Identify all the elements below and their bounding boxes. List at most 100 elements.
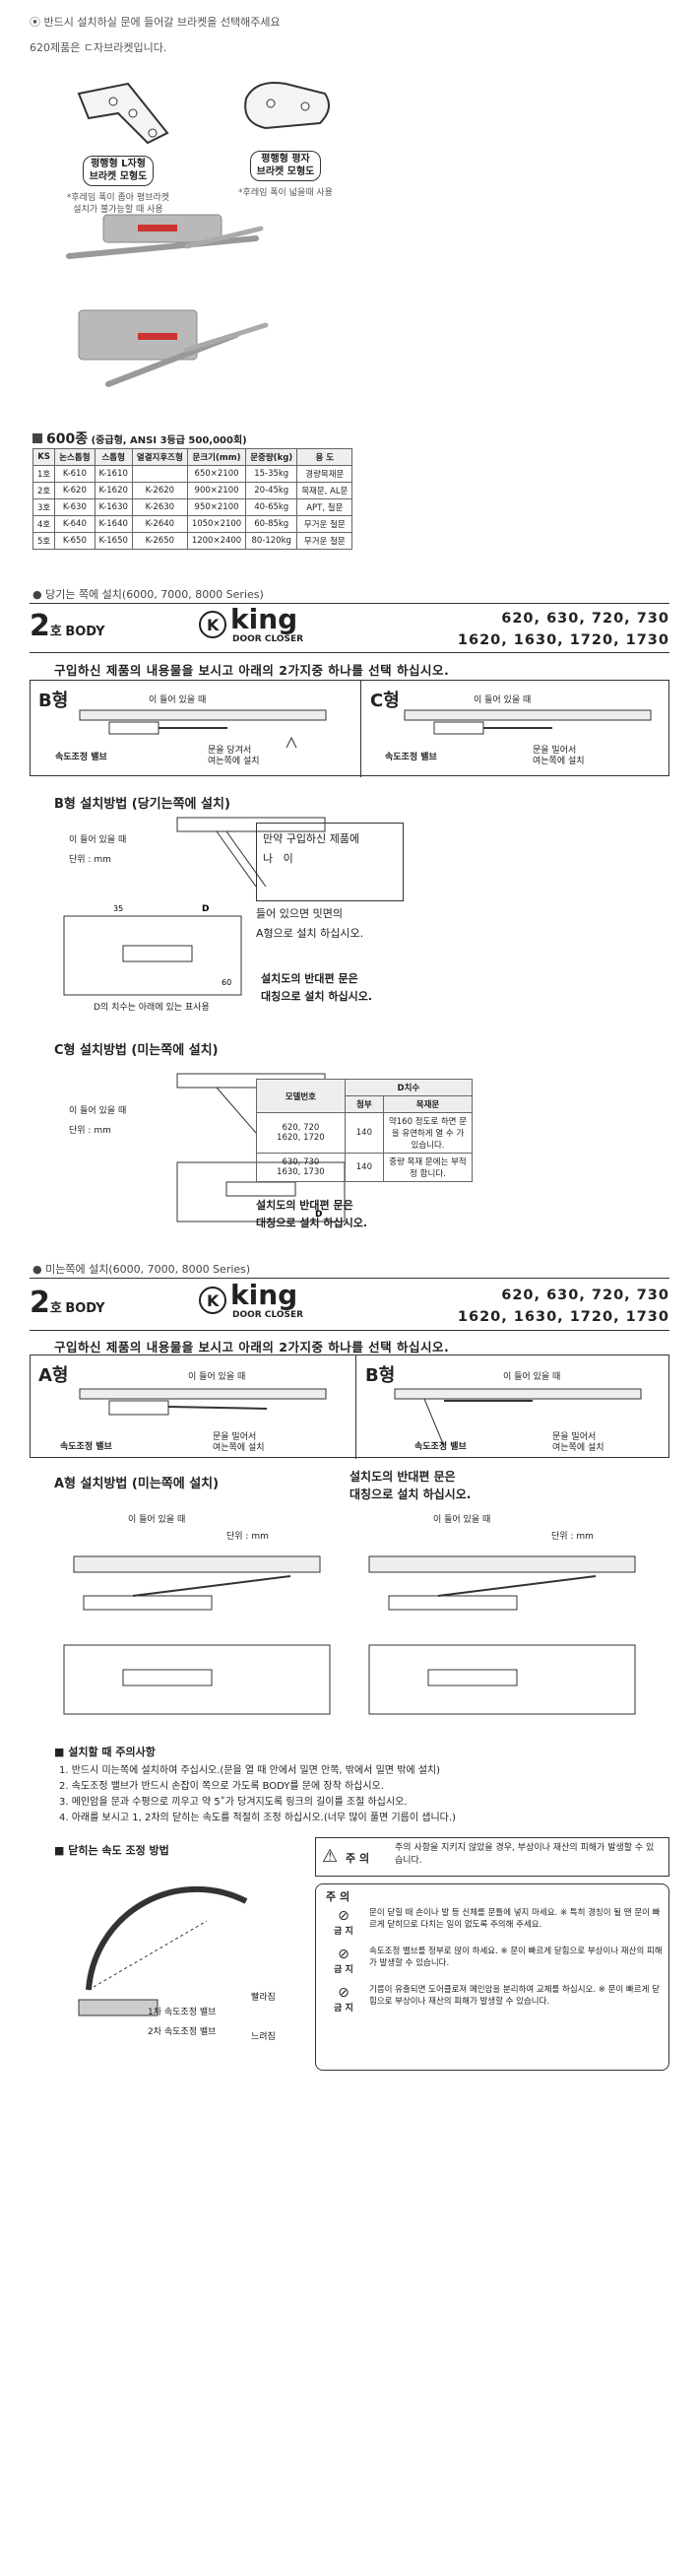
a-opposite: 설치도의 반대편 문은 대칭으로 설치 하십시오.	[350, 1470, 472, 1501]
table-cell: 목재문, AL문	[296, 482, 353, 499]
prohibit-text: 문이 닫힐 때 손이나 발 등 신체를 문틀에 넣지 마세요. ※ 특히 경칭이…	[369, 1908, 661, 1930]
table-cell: 1050×2100	[186, 515, 247, 533]
intro-line-2: 620제품은 ㄷ자브라켓입니다.	[30, 41, 167, 54]
caution-list: 1. 반드시 미는쪽에 설치하여 주십시오.(문을 열 때 안에서 밀면 안쪽,…	[59, 1763, 669, 1826]
brand-sub: DOOR CLOSER	[232, 634, 304, 644]
table-cell: K-1620	[94, 482, 133, 499]
option-a-valve: 속도조정 밸브	[60, 1442, 112, 1452]
warning-head: 주 의	[346, 1852, 370, 1865]
option-b-in: 이 들어 있을 때	[149, 695, 207, 705]
table-cell: APT, 철문	[296, 498, 353, 516]
intro-line-1: ⦿ 반드시 설치하실 문에 들어갈 브라켓을 선택해주세요	[30, 16, 281, 29]
section2-instruction: 구입하신 제품의 내용물을 보시고 아래의 2가지중 하나를 선택 하십시오.	[54, 1340, 450, 1354]
table-cell: 20-45kg	[245, 482, 298, 499]
speed-1st: 1차 속도조정 밸브	[148, 2008, 217, 2017]
section1-instruction: 구입하신 제품의 내용물을 보시고 아래의 2가지중 하나를 선택 하십시오.	[54, 663, 450, 678]
spec-header-cell: 용 도	[296, 448, 353, 466]
table-cell: 4호	[32, 515, 56, 533]
prohibit-item: ⊘금 지 기름이 유출되면 도어클로져 메인암을 분리하여 교체를 하십시오. …	[324, 1985, 664, 2014]
models-line-2: 1620, 1630, 1720, 1730	[457, 1308, 669, 1325]
option-b: B형	[38, 691, 69, 711]
option-a-in: 이 들어 있을 때	[188, 1372, 246, 1382]
a-install-in-2: 이 들어 있을 때	[433, 1515, 491, 1525]
models-line-1: 620, 630, 720, 730	[501, 1288, 669, 1303]
king-logo-icon: K	[199, 611, 226, 638]
spec-header-cell: 논스톱형	[54, 448, 95, 466]
table-cell: 5호	[32, 532, 56, 550]
brand-name: king	[230, 1279, 298, 1311]
prohibit-item: ⊘금 지 문이 닫힐 때 손이나 발 등 신체를 문틀에 넣지 마세요. ※ 특…	[324, 1908, 664, 1937]
b-install-in: 이 들어 있을 때	[69, 835, 127, 845]
table-cell: K-1610	[94, 465, 133, 483]
c-opposite: 설치도의 반대편 문은 대칭으로 설치 하십시오.	[256, 1199, 368, 1229]
prohibit-text: 속도조정 밸브를 정부로 많이 하세요. ※ 문이 빠르게 닫힘으로 부상이나 …	[369, 1947, 663, 1968]
spec-header-cell: 스톱형	[94, 448, 133, 466]
b-dimension-diagram: 35 D 60	[63, 904, 242, 996]
spec-header-cell: 문크기(mm)	[186, 448, 247, 466]
product-photo-2	[39, 296, 276, 404]
table-cell: K-630	[54, 498, 95, 516]
size-number: 2	[30, 609, 50, 643]
list-item: 1. 반드시 미는쪽에 설치하여 주십시오.(문을 열 때 안에서 밀면 안쪽,…	[59, 1765, 441, 1776]
table-cell: 80-120kg	[245, 532, 298, 550]
brand-name: king	[230, 603, 298, 635]
spec-header-cell: KS	[32, 448, 56, 466]
size-suffix: 호	[49, 1301, 62, 1316]
spec-table-header: KS 논스톱형 스톱형 열결지후즈형 문크기(mm) 문중량(kg) 용 도	[32, 448, 353, 466]
prohibit-box: 주 의 ⊘금 지 문이 닫힐 때 손이나 발 등 신체를 문틀에 넣지 마세요.…	[315, 1883, 669, 2071]
table-cell: K-1650	[94, 532, 133, 550]
b-unit: 단위 : mm	[69, 855, 111, 865]
bracket-flat-note: *후레임 폭이 넓을때 사용	[238, 188, 333, 198]
section2-model-head: 2호 BODY	[30, 1286, 105, 1320]
option-c-in: 이 들어 있을 때	[474, 695, 532, 705]
d-note: D의 치수는 아래에 있는 표사용	[94, 1003, 210, 1013]
d-header-col: 목재문	[383, 1095, 473, 1113]
svg-text:K: K	[207, 616, 220, 634]
prohibit-tag: ⊘금 지	[324, 1947, 363, 1975]
a-unit: 단위 : mm	[226, 1532, 269, 1542]
c-unit: 단위 : mm	[69, 1126, 111, 1136]
table-cell: 950×2100	[186, 498, 247, 516]
speed-diagram	[78, 1885, 248, 2016]
b-question-rest: 들어 있으면 밋면의 A형으로 설치 하십시오.	[256, 907, 364, 940]
table-cell: 650×2100	[186, 465, 247, 483]
king-logo: K king DOOR CLOSER	[197, 603, 305, 649]
table-cell: K-1640	[94, 515, 133, 533]
svg-text:K: K	[207, 1291, 220, 1310]
svg-text:60: 60	[222, 978, 231, 987]
spec-title: 600종 (중급형, ANSI 3등급 500,000회)	[32, 429, 247, 448]
table-cell: 1호	[32, 465, 56, 483]
a-install-diagram-right	[368, 1555, 636, 1715]
warning-triangle-icon: ⚠	[322, 1846, 339, 1867]
section1-rule-2	[30, 652, 669, 653]
table-cell: K-2620	[131, 482, 188, 499]
table-cell: K-610	[54, 465, 95, 483]
option-c-diagram	[404, 709, 652, 735]
speed-2nd: 2차 속도조정 밸브	[148, 2027, 217, 2037]
size-suffix: 호	[49, 625, 62, 639]
body-label: BODY	[65, 625, 105, 639]
option-b-diagram	[79, 709, 327, 749]
option-divider	[355, 1355, 356, 1459]
table-cell: K-1630	[94, 498, 133, 516]
option-b2-in: 이 들어 있을 때	[503, 1372, 561, 1382]
svg-text:D: D	[315, 1210, 322, 1220]
prohibit-tag: ⊘금 지	[324, 1985, 363, 2014]
caution-title: ■ 설치할 때 주의사항	[54, 1746, 156, 1758]
a-install-diagram-left	[63, 1555, 331, 1715]
d-header-col: 첨부	[344, 1095, 385, 1113]
table-cell: 15-35kg	[245, 465, 298, 483]
table-cell: K-620	[54, 482, 95, 499]
section1-bullet: ● 당기는 쪽에 설치(6000, 7000, 8000 Series)	[32, 588, 264, 601]
section2-rule-2	[30, 1330, 669, 1331]
b-install-title: B형 설치방법 (당기는쪽에 설치)	[54, 797, 230, 812]
list-item: 4. 아래를 보시고 1, 2차의 닫히는 속도를 적절히 조정 하십시오.(너…	[59, 1813, 456, 1823]
